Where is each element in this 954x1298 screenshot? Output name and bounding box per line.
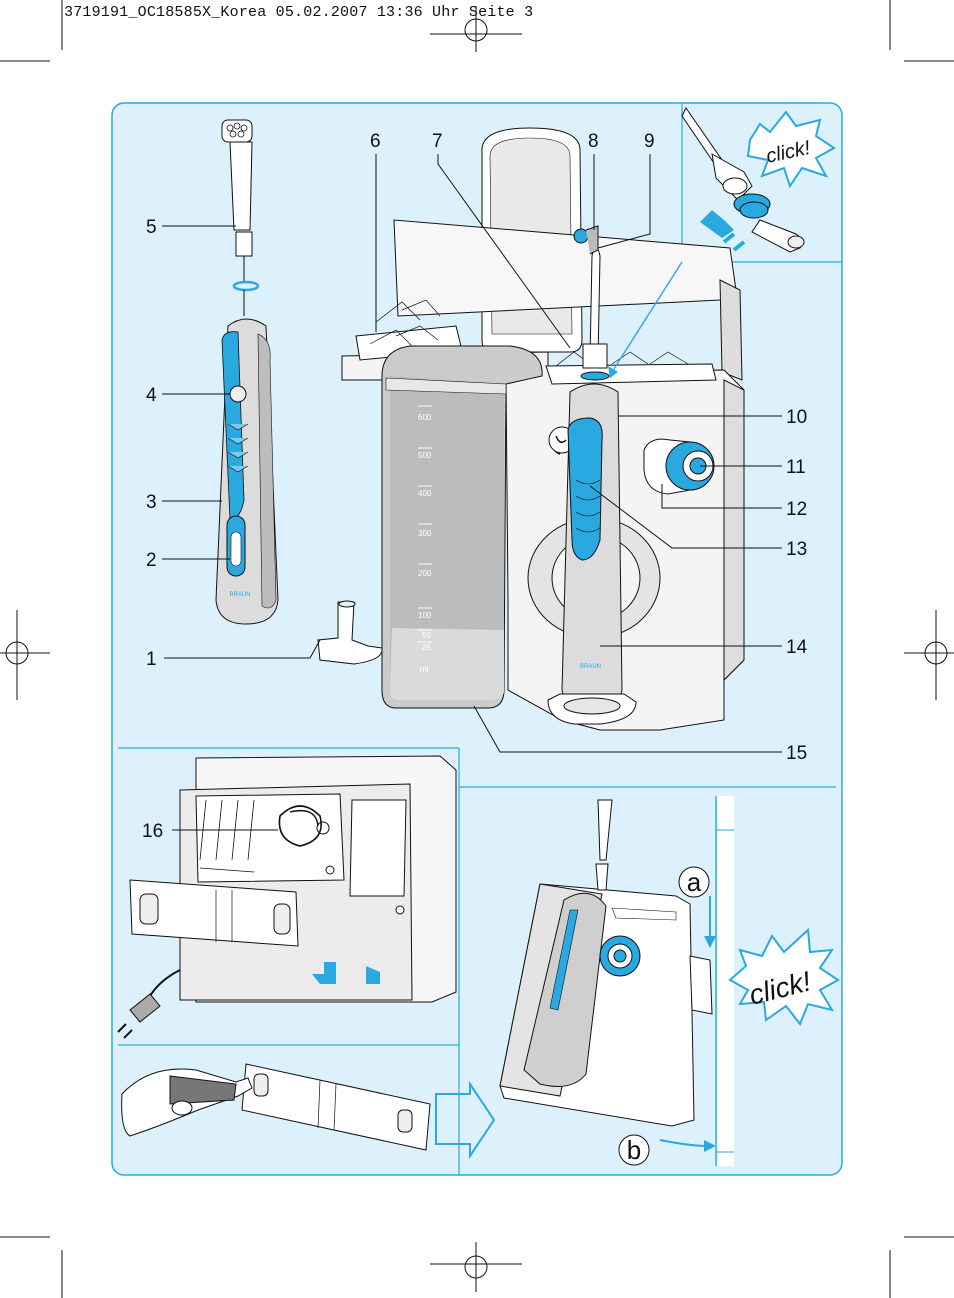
callout-10: 10 bbox=[786, 407, 807, 428]
tank-scale-unit: ml bbox=[420, 665, 429, 674]
callout-leader-lines bbox=[162, 154, 782, 831]
wall-mount-illustration: click! a b bbox=[499, 796, 840, 1166]
tank-scale-300: 300 bbox=[418, 529, 432, 538]
callout-13: 13 bbox=[786, 539, 807, 560]
callout-1: 1 bbox=[146, 649, 157, 670]
step-b-label: b bbox=[627, 1135, 641, 1165]
page-header-line: 3719191_OC18585X_Korea 05.02.2007 13:36 … bbox=[64, 4, 534, 21]
nozzle-click-inset: click! bbox=[681, 107, 836, 253]
callout-14: 14 bbox=[786, 637, 808, 658]
callout-3: 3 bbox=[146, 492, 157, 513]
charging-station-illustration: 600 500 400 300 200 100 50 25 ml BRAUN bbox=[317, 127, 745, 731]
panel-dividers bbox=[118, 103, 842, 1175]
tank-scale-500: 500 bbox=[418, 451, 432, 460]
screwdriver-cover-removal-illustration bbox=[121, 1063, 496, 1160]
tank-scale-400: 400 bbox=[418, 489, 432, 498]
tank-scale-600: 600 bbox=[418, 413, 432, 422]
callout-2: 2 bbox=[146, 550, 157, 571]
callout-12: 12 bbox=[786, 499, 807, 520]
tank-scale-25: 25 bbox=[422, 643, 431, 652]
callout-15: 15 bbox=[786, 743, 807, 764]
cable-compartment-illustration bbox=[117, 755, 457, 1039]
step-a-label: a bbox=[687, 867, 702, 897]
tank-scale-50: 50 bbox=[422, 631, 431, 640]
callout-8: 8 bbox=[588, 131, 599, 152]
callout-16: 16 bbox=[142, 821, 163, 842]
callout-5: 5 bbox=[146, 217, 157, 238]
jet-handle-brand: BRAUN bbox=[580, 664, 601, 670]
callout-7: 7 bbox=[432, 131, 443, 152]
callout-11: 11 bbox=[786, 457, 806, 478]
handle-brand: BRAUN bbox=[229, 592, 250, 598]
toothbrush-handle-illustration: BRAUN bbox=[215, 119, 279, 625]
callout-4: 4 bbox=[146, 385, 157, 406]
callout-9: 9 bbox=[644, 131, 655, 152]
callout-6: 6 bbox=[370, 131, 381, 152]
tank-scale-100: 100 bbox=[418, 611, 432, 620]
tank-scale-200: 200 bbox=[418, 569, 432, 578]
tank-scale bbox=[418, 405, 432, 643]
